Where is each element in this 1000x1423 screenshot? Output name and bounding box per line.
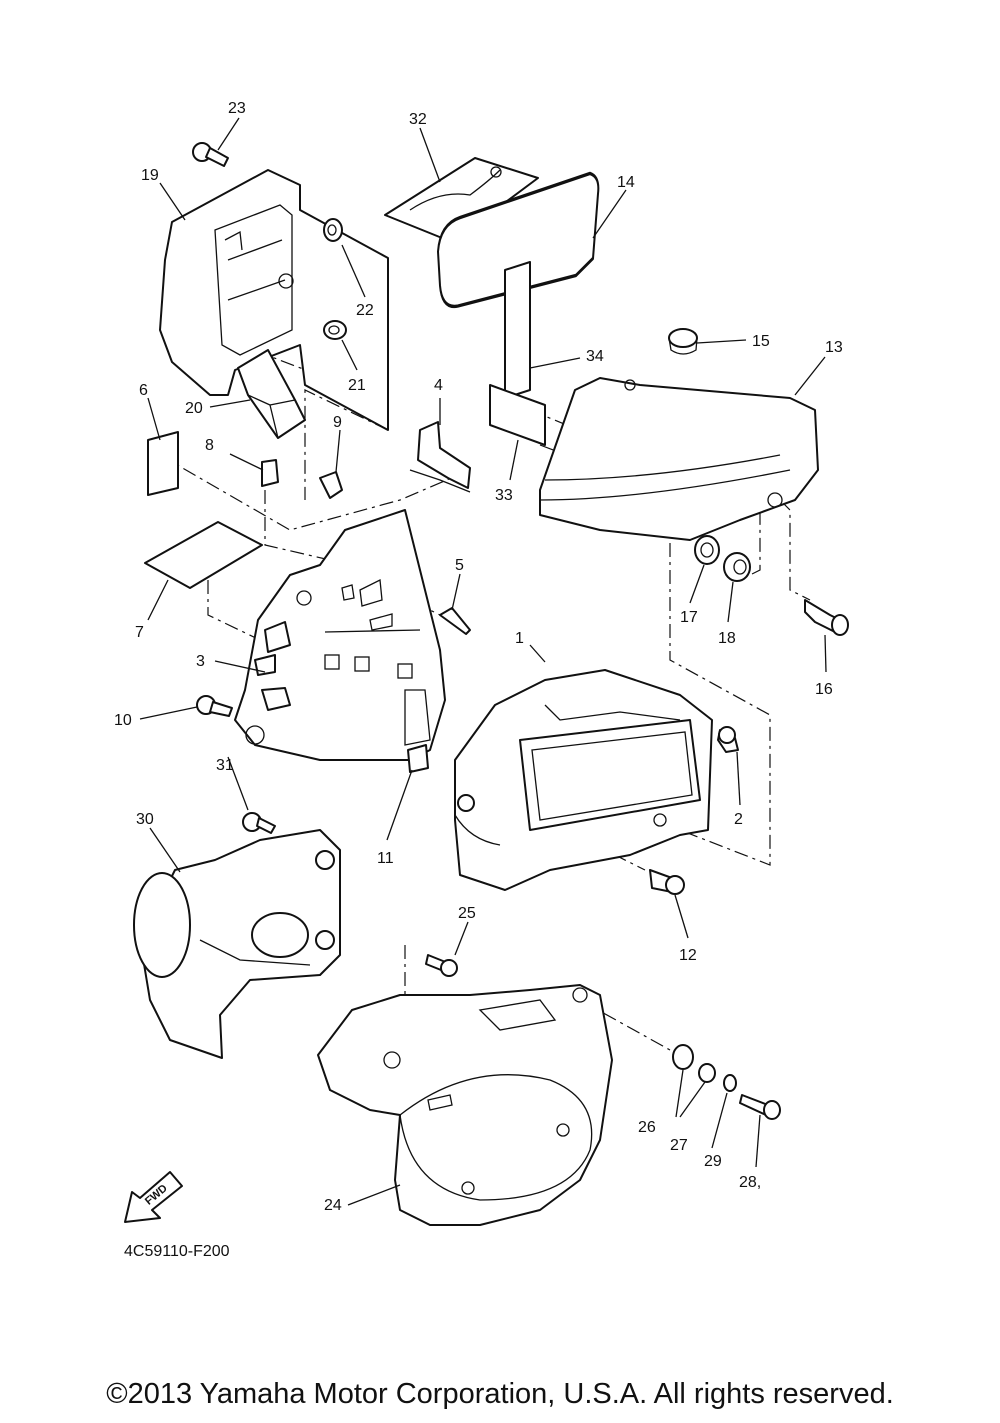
callout-27: 27 bbox=[670, 1137, 688, 1154]
part-7-pad bbox=[144, 521, 263, 589]
part-1-airbox bbox=[454, 669, 713, 891]
callout-5: 5 bbox=[455, 557, 464, 574]
part-33-label bbox=[489, 384, 546, 446]
part-10-screw bbox=[196, 695, 233, 717]
callout-28: 28, bbox=[739, 1174, 761, 1191]
part-11-nut bbox=[407, 744, 429, 773]
callout-3: 3 bbox=[196, 653, 205, 670]
part-27-collar bbox=[698, 1063, 716, 1083]
callout-7: 7 bbox=[135, 624, 144, 641]
callout-20: 20 bbox=[185, 400, 203, 417]
callout-34: 34 bbox=[586, 348, 604, 365]
callout-4: 4 bbox=[434, 377, 443, 394]
part-16-switch bbox=[804, 599, 849, 636]
callout-32: 32 bbox=[409, 111, 427, 128]
part-3-box bbox=[234, 509, 446, 761]
callout-14: 14 bbox=[617, 174, 635, 191]
part-6-pad bbox=[147, 431, 179, 496]
callout-33: 33 bbox=[495, 487, 513, 504]
part-9-clip bbox=[319, 471, 343, 499]
callout-31: 31 bbox=[216, 757, 234, 774]
fwd-arrow-icon: FWD bbox=[124, 1171, 183, 1223]
part-18-lock bbox=[723, 552, 751, 582]
part-12-screw bbox=[649, 869, 685, 895]
part-8-rubber bbox=[261, 459, 279, 487]
part-15-grommet bbox=[668, 328, 698, 355]
callout-13: 13 bbox=[825, 339, 843, 356]
part-25-screw bbox=[425, 954, 458, 977]
part-30-cover bbox=[133, 829, 341, 1059]
part-17-nut bbox=[694, 535, 720, 565]
callout-18: 18 bbox=[718, 630, 736, 647]
callout-16: 16 bbox=[815, 681, 833, 698]
callout-25: 25 bbox=[458, 905, 476, 922]
part-24-sidecover bbox=[317, 984, 613, 1226]
callout-30: 30 bbox=[136, 811, 154, 828]
part-32-pad bbox=[384, 157, 539, 243]
part-28-bolt bbox=[739, 1094, 781, 1120]
callout-21: 21 bbox=[348, 377, 366, 394]
parts-diagram: FWD 1 bbox=[114, 100, 849, 1226]
callout-29: 29 bbox=[704, 1153, 722, 1170]
callout-24: 24 bbox=[324, 1197, 342, 1214]
callout-19: 19 bbox=[141, 167, 159, 184]
callout-2: 2 bbox=[734, 811, 743, 828]
part-20-block bbox=[237, 349, 306, 439]
part-21-grommet bbox=[323, 320, 347, 340]
callout-10: 10 bbox=[114, 712, 132, 729]
callout-12: 12 bbox=[679, 947, 697, 964]
copyright-notice: ©2013 Yamaha Motor Corporation, U.S.A. A… bbox=[106, 1378, 894, 1410]
callout-26: 26 bbox=[638, 1119, 656, 1136]
callout-11: 11 bbox=[377, 850, 394, 867]
part-2-screw bbox=[717, 726, 739, 753]
callout-labels: 1 2 3 4 5 6 7 8 9 10 11 12 13 14 15 16 1… bbox=[114, 100, 843, 1214]
callout-17: 17 bbox=[680, 609, 698, 626]
callout-15: 15 bbox=[752, 333, 770, 350]
part-13-cover bbox=[539, 377, 819, 541]
part-14-panel bbox=[437, 171, 600, 309]
part-31-screw bbox=[242, 812, 276, 834]
part-34-label bbox=[504, 261, 531, 399]
callout-6: 6 bbox=[139, 382, 148, 399]
part-23-screw bbox=[192, 142, 229, 167]
callout-23: 23 bbox=[228, 100, 246, 117]
leader-lines bbox=[139, 117, 827, 1206]
callout-8: 8 bbox=[205, 437, 214, 454]
part-22-grommet bbox=[323, 218, 343, 242]
part-29-washer bbox=[723, 1074, 737, 1092]
callout-9: 9 bbox=[333, 414, 342, 431]
diagram-code: 4C59110-F200 bbox=[124, 1243, 230, 1260]
callout-1: 1 bbox=[515, 630, 524, 647]
part-5-rivet bbox=[439, 607, 471, 635]
callout-22: 22 bbox=[356, 302, 374, 319]
part-4-bracket bbox=[409, 421, 471, 493]
part-26-grommet bbox=[672, 1044, 694, 1070]
